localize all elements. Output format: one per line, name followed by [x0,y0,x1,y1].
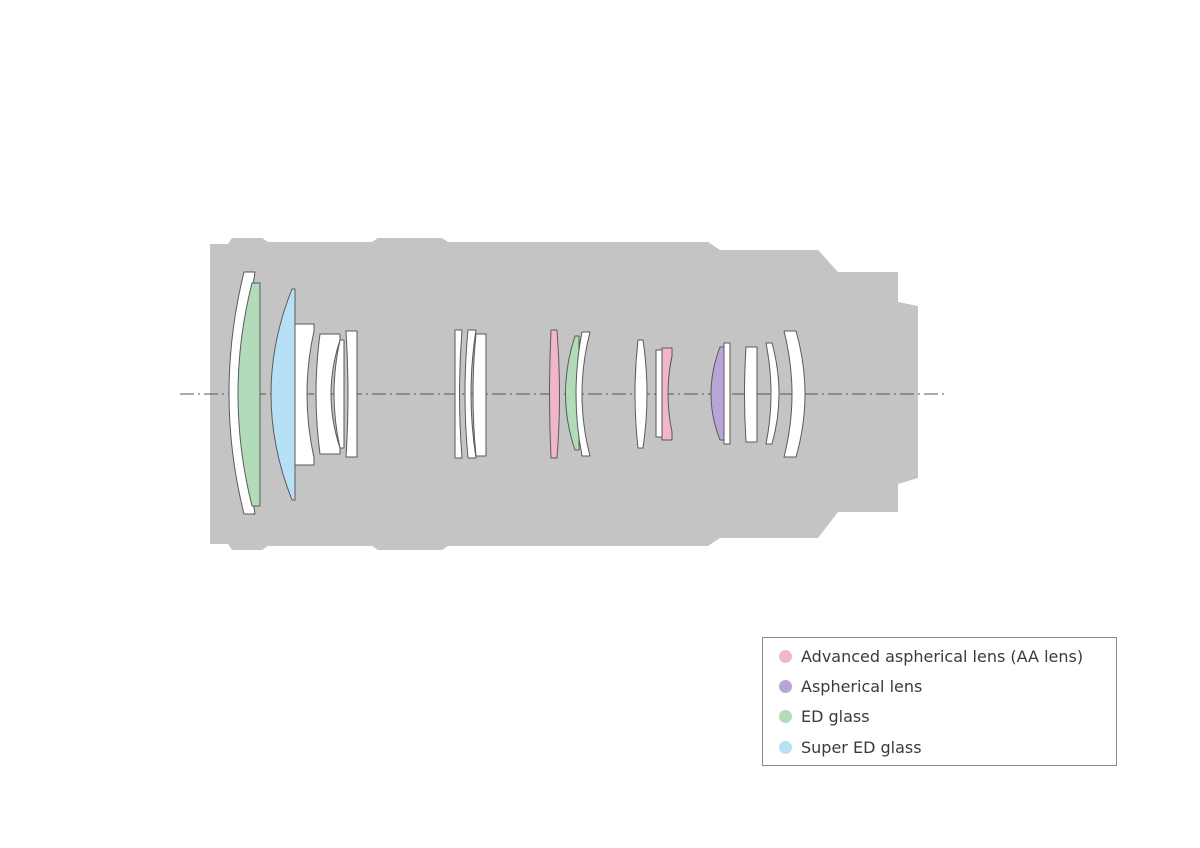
aa-lens-element-16 [661,347,673,441]
lens-element-19 [744,346,758,443]
lens-element-18 [723,342,731,445]
lens-element-13 [575,331,591,457]
ed-glass-element-12 [565,335,580,451]
aa-lens-element-11 [549,329,560,459]
lens-element-21 [783,330,806,458]
lens-element-7 [345,330,358,458]
green-dot-icon [779,709,792,723]
legend-item-super-ed-glass: Super ED glass [779,736,922,758]
legend-label: Aspherical lens [801,676,923,696]
lens-element-14 [634,339,648,449]
legend-label: Super ED glass [801,737,922,757]
legend-item-ed-glass: ED glass [779,705,870,727]
legend-label: Advanced aspherical lens (AA lens) [801,646,1084,666]
lens-element-6 [333,339,345,449]
legend-item-aa-lens: Advanced aspherical lens (AA lens) [779,645,1083,667]
legend-item-aspherical: Aspherical lens [779,675,922,697]
blue-dot-icon [779,740,792,754]
super-ed-glass-element-3 [270,288,296,501]
lens-element-20 [765,342,780,445]
legend-label: ED glass [801,706,870,726]
lens-element-9 [464,329,477,459]
lens-element-4 [294,323,315,466]
lens-element-8 [454,329,463,459]
legend-box: Advanced aspherical lens (AA lens) Asphe… [762,637,1117,766]
aspherical-element-17 [710,346,726,441]
pink-dot-icon [779,649,792,663]
purple-dot-icon [779,679,792,693]
lens-element-10 [472,333,487,457]
ed-glass-element-2 [237,282,261,507]
